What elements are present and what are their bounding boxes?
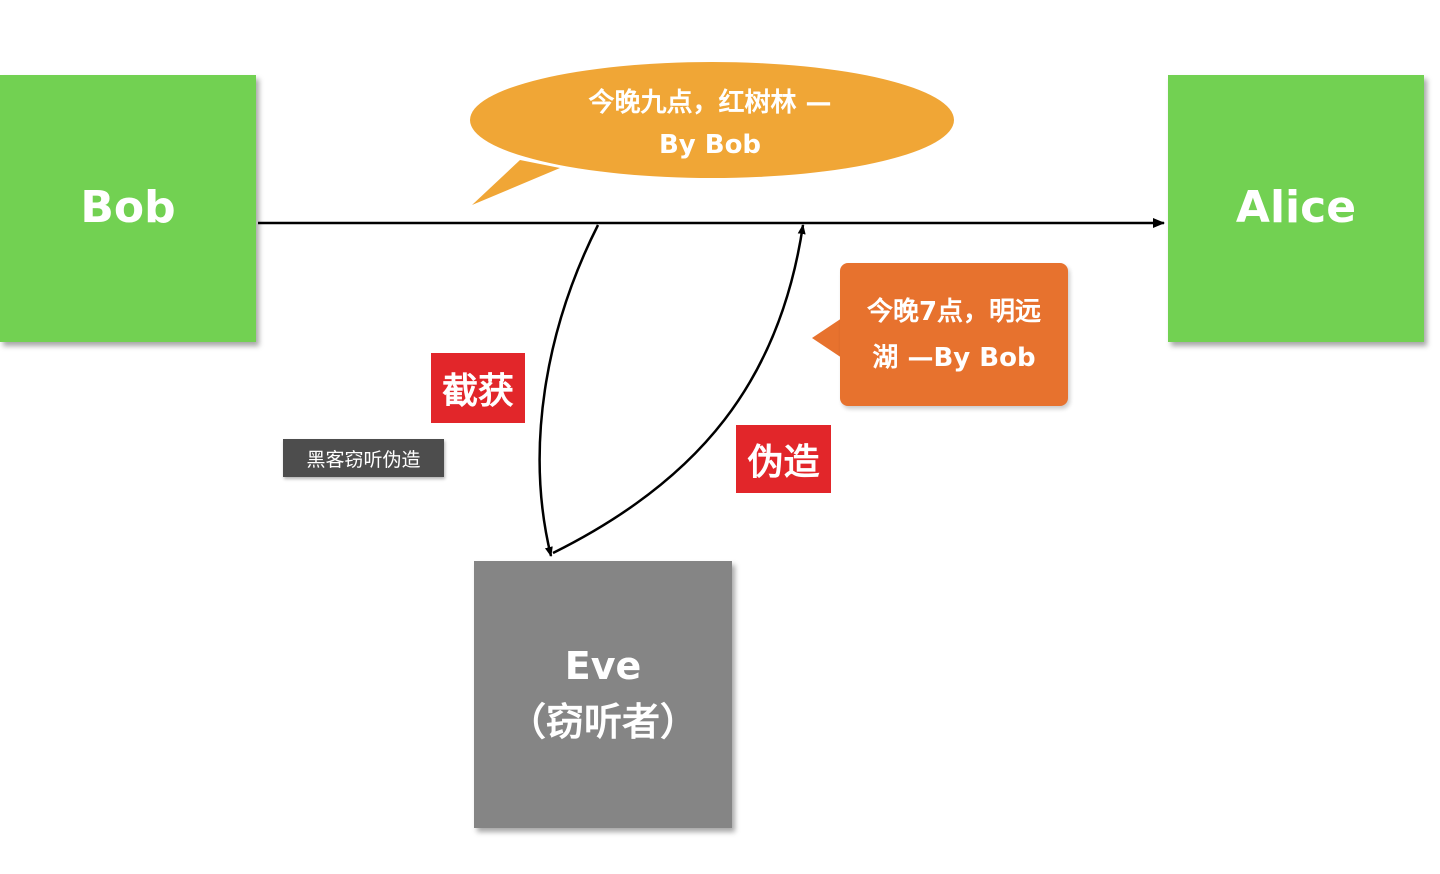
eve-label: Eve [564, 644, 642, 689]
bob-node: Bob [0, 75, 256, 342]
forge-tag: 伪造 [736, 425, 831, 493]
bubble-tail [472, 160, 560, 205]
alice-node: Alice [1168, 75, 1424, 342]
intercept-tag: 截获 [431, 353, 525, 423]
forged-message-line1: 今晚7点，明远 [866, 297, 1042, 327]
intercept-arrow [538, 224, 600, 557]
forge-arrow [552, 224, 806, 555]
original-message-line2: By Bob [658, 130, 762, 160]
forged-message-line2: 湖 —By Bob [872, 343, 1036, 373]
alice-label: Alice [1235, 182, 1357, 234]
forged-message-callout: 今晚7点，明远 湖 —By Bob [840, 263, 1068, 406]
original-message-text: 今晚九点，红树林 — By Bob [520, 82, 900, 166]
eve-node: Eve （窃听者） [474, 561, 732, 828]
original-message-line1: 今晚九点，红树林 — [588, 88, 832, 118]
bob-label: Bob [80, 182, 176, 234]
forged-callout-pointer [812, 316, 845, 360]
tooltip: 黑客窃听伪造 [283, 439, 444, 477]
forged-message-text: 今晚7点，明远 湖 —By Bob [840, 289, 1068, 381]
original-message-bubble [470, 62, 954, 205]
bubble-body [470, 62, 954, 178]
eve-role-label: （窃听者） [507, 699, 698, 744]
